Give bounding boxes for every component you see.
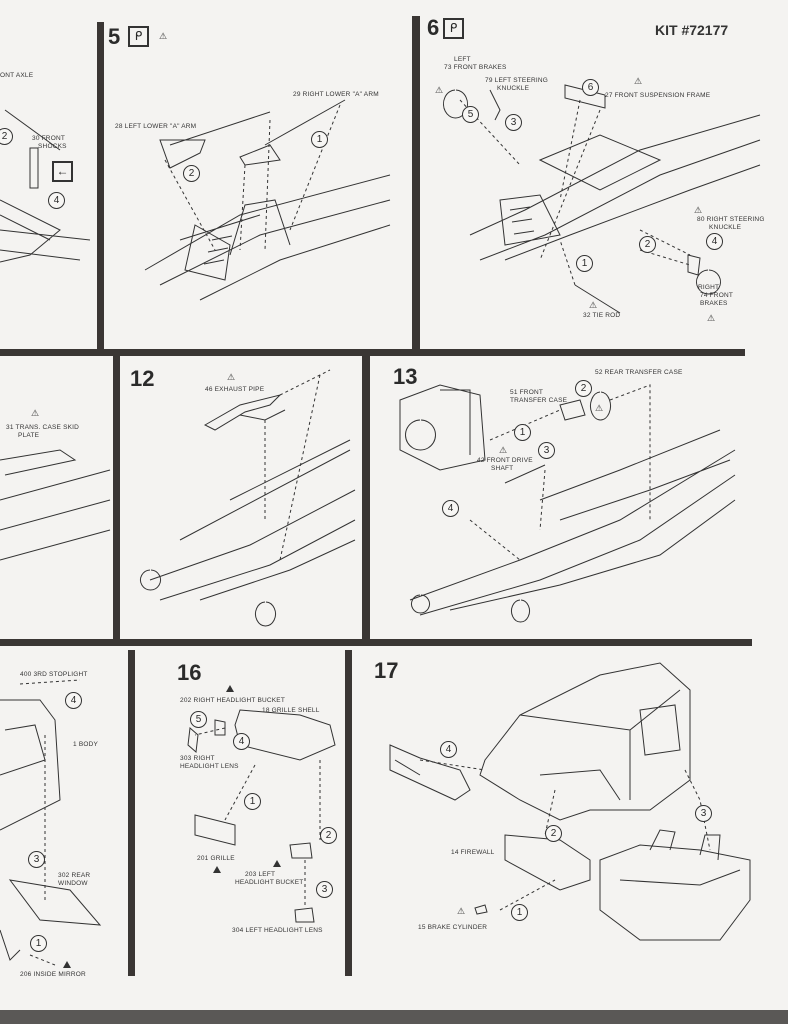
step-callout: 2 bbox=[183, 165, 200, 182]
step-callout: 2 bbox=[320, 827, 337, 844]
step-callout: 2 bbox=[545, 825, 562, 842]
warning-icon: ⚠ bbox=[435, 85, 444, 95]
part-label: LEFT 73 FRONT BRAKES bbox=[444, 56, 507, 71]
step-callout: 1 bbox=[576, 255, 593, 272]
step-callout: 4 bbox=[233, 733, 250, 750]
step-callout: 5 bbox=[462, 106, 479, 123]
part-label: 1 BODY bbox=[73, 741, 99, 748]
divider bbox=[0, 639, 752, 646]
divider bbox=[362, 356, 370, 646]
part-label: 52 REAR TRANSFER CASE bbox=[595, 369, 683, 376]
part-label: 304 LEFT HEADLIGHT LENS bbox=[232, 927, 323, 934]
triangle-marker-icon bbox=[63, 961, 71, 968]
chassis-drawing-step4 bbox=[0, 109, 91, 263]
chassis-drawing-step5 bbox=[144, 99, 391, 301]
part-label: 46 EXHAUST PIPE bbox=[205, 386, 265, 393]
part-label: 302 REAR WINDOW bbox=[58, 872, 91, 887]
part-label: 80 RIGHT STEERING KNUCKLE bbox=[697, 216, 765, 231]
step-callout: 3 bbox=[538, 442, 555, 459]
warning-icon: ⚠ bbox=[634, 76, 643, 86]
divider bbox=[97, 22, 104, 355]
part-label: 28 LEFT LOWER "A" ARM bbox=[115, 123, 197, 130]
step-callout: 4 bbox=[442, 500, 459, 517]
warning-icon: ⚠ bbox=[31, 408, 40, 418]
step-callout: 3 bbox=[316, 881, 333, 898]
part-label: 14 FIREWALL bbox=[451, 849, 495, 856]
part-label: 202 RIGHT HEADLIGHT BUCKET bbox=[180, 697, 286, 704]
warning-icon: ⚠ bbox=[159, 31, 168, 41]
part-label: RIGHT 74 FRONT BRAKES bbox=[698, 284, 734, 307]
body-drawing-step17 bbox=[389, 662, 751, 941]
step-callout: 1 bbox=[514, 424, 531, 441]
instruction-icon: ᑭ bbox=[443, 18, 464, 39]
warning-icon: ⚠ bbox=[707, 313, 716, 323]
instruction-icon: ᑭ bbox=[128, 26, 149, 47]
step-callout: 6 bbox=[582, 79, 599, 96]
body-drawing-step15 bbox=[0, 679, 102, 966]
scan-edge bbox=[0, 1010, 788, 1024]
step-callout: 2 bbox=[575, 380, 592, 397]
warning-icon: ⚠ bbox=[589, 300, 598, 310]
step-number: 13 bbox=[393, 364, 418, 389]
part-label: 201 GRILLE bbox=[197, 855, 235, 862]
part-label: 31 TRANS. CASE SKID PLATE bbox=[6, 424, 80, 439]
part-label: 30 FRONT SHOCKS bbox=[32, 135, 67, 150]
step-callout: 1 bbox=[511, 904, 528, 921]
divider bbox=[412, 16, 420, 354]
part-label: 32 TIE ROD bbox=[583, 312, 621, 319]
step-callout: 4 bbox=[65, 692, 82, 709]
part-label: 29 RIGHT LOWER "A" ARM bbox=[293, 91, 379, 98]
part-label: 400 3RD STOPLIGHT bbox=[20, 671, 88, 678]
step-number: 12 bbox=[130, 366, 155, 391]
chassis-drawing-step11 bbox=[0, 449, 111, 561]
step-number: 17 bbox=[374, 658, 399, 683]
step-callout: 4 bbox=[440, 741, 457, 758]
part-label: 15 BRAKE CYLINDER bbox=[418, 924, 488, 931]
step-callout: 4 bbox=[48, 192, 65, 209]
step-callout: 2 bbox=[639, 236, 656, 253]
grille-drawing-step16 bbox=[187, 709, 336, 923]
warning-icon: ⚠ bbox=[694, 205, 703, 215]
step-number: 6 bbox=[427, 15, 440, 40]
step-callout: 2 bbox=[0, 128, 13, 145]
triangle-marker-icon bbox=[273, 860, 281, 867]
step-callout: 5 bbox=[190, 711, 207, 728]
warning-icon: ⚠ bbox=[595, 403, 604, 413]
warning-icon: ⚠ bbox=[499, 445, 508, 455]
divider bbox=[113, 356, 120, 646]
divider bbox=[0, 349, 745, 356]
part-label: 79 LEFT STEERING KNUCKLE bbox=[485, 77, 549, 92]
part-label: 27 FRONT SUSPENSION FRAME bbox=[605, 92, 711, 99]
step-number: 16 bbox=[177, 660, 202, 685]
kit-number: KIT #72177 bbox=[655, 22, 729, 38]
warning-icon: ⚠ bbox=[227, 372, 236, 382]
part-label: 42 FRONT DRIVE SHAFT bbox=[477, 457, 533, 472]
part-label: 303 RIGHT HEADLIGHT LENS bbox=[180, 755, 239, 770]
step-callout: 3 bbox=[505, 114, 522, 131]
step-callout: 4 bbox=[706, 233, 723, 250]
part-label: 18 GRILLE SHELL bbox=[262, 707, 320, 714]
triangle-marker-icon bbox=[226, 685, 234, 692]
triangle-marker-icon bbox=[213, 866, 221, 873]
part-label: 51 FRONT TRANSFER CASE bbox=[510, 389, 568, 404]
divider bbox=[345, 650, 352, 976]
warning-icon: ⚠ bbox=[457, 906, 466, 916]
step-callout: 3 bbox=[695, 805, 712, 822]
chassis-drawing-step6 bbox=[443, 84, 761, 314]
step-callout: 1 bbox=[244, 793, 261, 810]
chassis-drawing-step12 bbox=[140, 369, 356, 627]
part-label: 203 LEFT HEADLIGHT BUCKET bbox=[235, 871, 304, 886]
part-label: 206 INSIDE MIRROR bbox=[20, 971, 86, 978]
step-callout: 1 bbox=[30, 935, 47, 952]
divider bbox=[128, 650, 135, 976]
arrow-left-icon: ← bbox=[52, 161, 73, 182]
step-callout: 1 bbox=[311, 131, 328, 148]
step-number: 5 bbox=[108, 24, 121, 49]
part-label: ONT AXLE bbox=[0, 72, 34, 79]
step-callout: 3 bbox=[28, 851, 45, 868]
